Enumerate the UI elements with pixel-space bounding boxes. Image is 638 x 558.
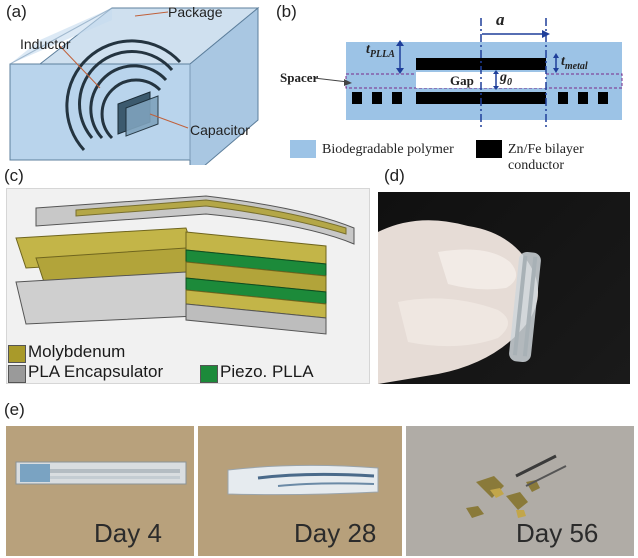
panel-b-cross-section <box>290 18 623 158</box>
swatch-piezo <box>200 365 218 383</box>
swatch-pla <box>8 365 26 383</box>
panel-e-label: (e) <box>4 400 25 419</box>
panel-e-day56-photo <box>406 426 634 556</box>
panel-c-stack-illustration <box>15 195 355 335</box>
t-metal-symbol: tmetal <box>561 54 588 72</box>
t-plla-base: t <box>366 42 370 57</box>
hand-holding-device <box>378 220 541 384</box>
package-label: Package <box>168 4 223 20</box>
day28-label: Day 28 <box>294 518 377 548</box>
legend-polymer-label: Biodegradable polymer <box>322 142 454 157</box>
panel-a-package-illustration <box>9 6 260 165</box>
g0-base: g <box>500 70 507 85</box>
day56-fragments <box>466 454 567 518</box>
panel-d-photo <box>378 192 630 384</box>
t-metal-sub: metal <box>564 60 588 72</box>
day4-label: Day 4 <box>94 518 162 548</box>
inductor-label: Inductor <box>20 36 71 52</box>
panel-a-label: (a) <box>6 2 27 21</box>
legend-piezo-label: Piezo. PLLA <box>220 362 314 381</box>
panel-e-day28-photo <box>198 426 402 556</box>
panel-b-label: (b) <box>276 2 297 21</box>
day4-device <box>15 461 187 485</box>
day56-label: Day 56 <box>516 518 599 548</box>
capacitor-label: Capacitor <box>190 122 250 138</box>
legend-molybdenum-label: Molybdenum <box>28 342 126 361</box>
legend-pla-label: PLA Encapsulator <box>28 362 164 381</box>
a-symbol: a <box>496 10 505 29</box>
g0-symbol: g0 <box>500 70 512 88</box>
t-metal-base: t <box>561 54 565 69</box>
panel-e-day4-photo <box>6 426 194 556</box>
swatch-molybdenum <box>8 345 26 363</box>
g0-sub: 0 <box>507 76 512 88</box>
t-plla-sub: PLLA <box>369 48 395 60</box>
legend-conductor-label: Zn/Fe bilayer conductor <box>508 142 584 173</box>
t-plla-symbol: tPLLA <box>366 42 395 60</box>
panel-d-label: (d) <box>384 166 405 185</box>
day28-device <box>227 464 379 496</box>
spacer-label: Spacer <box>280 70 319 85</box>
gap-label: Gap <box>450 73 474 88</box>
panel-c-label: (c) <box>4 166 24 185</box>
